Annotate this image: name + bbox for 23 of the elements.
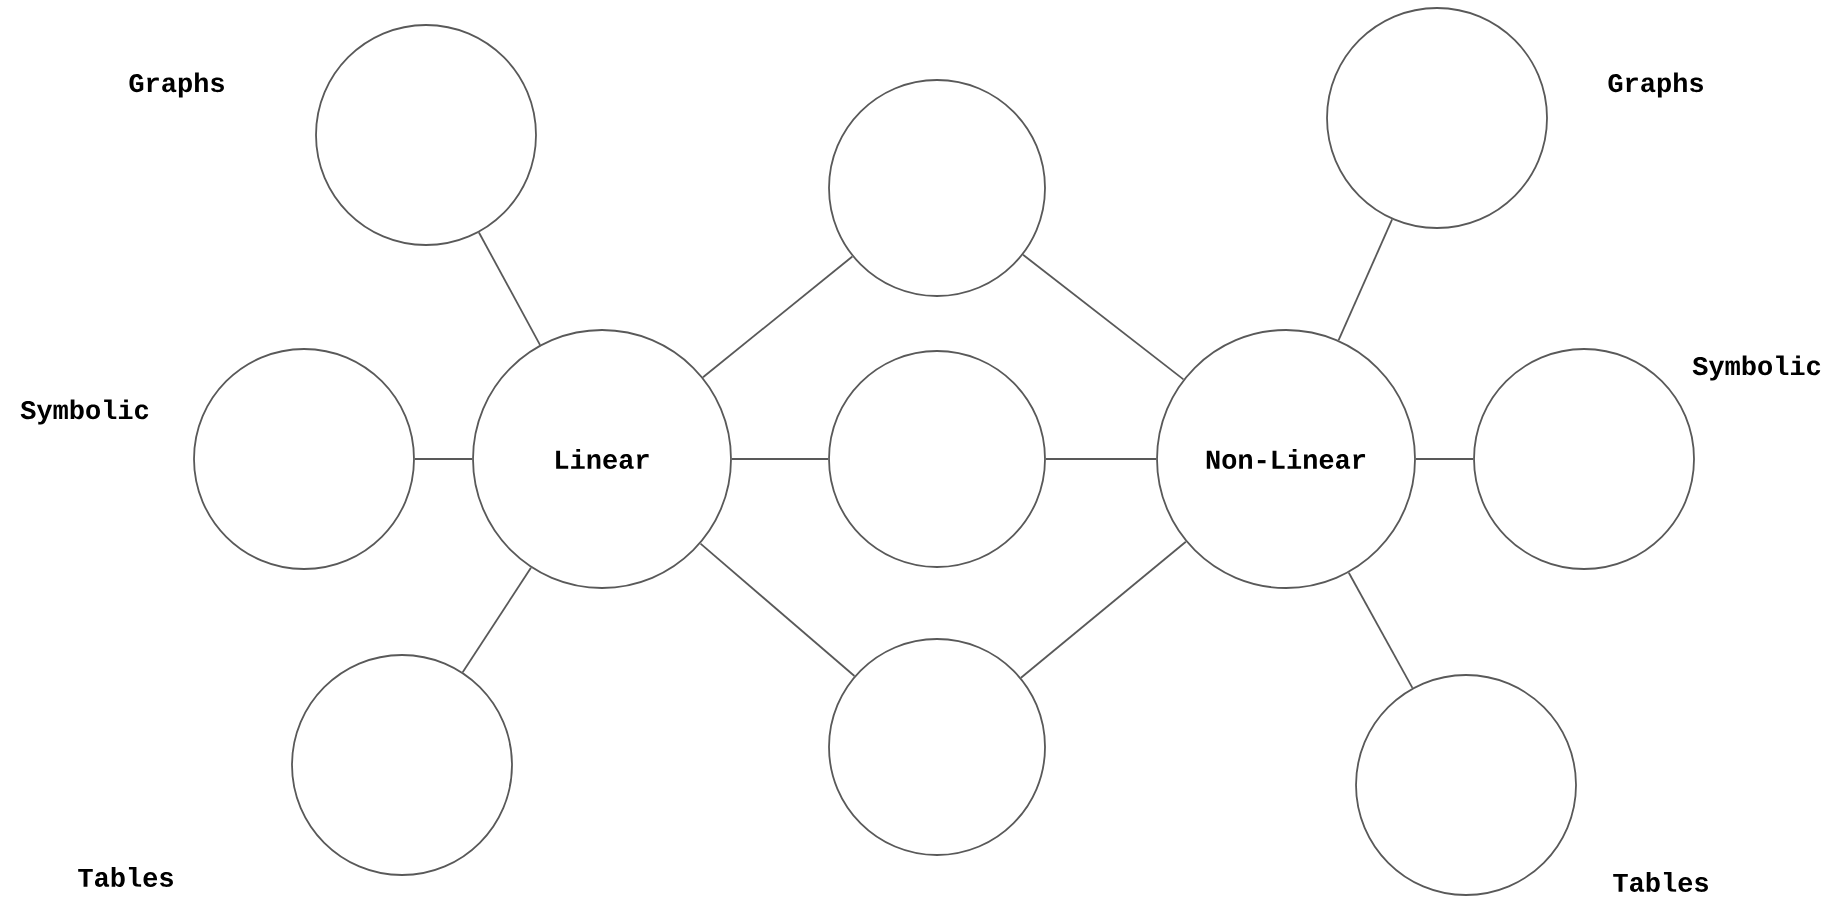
empty-circle <box>1326 7 1548 229</box>
connector-line <box>1020 540 1187 679</box>
empty-circle <box>315 24 537 246</box>
side-label: Tables <box>78 867 173 887</box>
empty-circle <box>828 350 1046 568</box>
empty-circle <box>1473 348 1695 570</box>
empty-circle <box>193 348 415 570</box>
connector-line <box>414 458 473 460</box>
side-label: Symbolic <box>1692 355 1821 381</box>
connector-line <box>478 231 541 346</box>
connector-line <box>1337 218 1393 342</box>
empty-circle <box>828 79 1046 297</box>
connector-line <box>461 566 532 674</box>
connector-line <box>699 542 856 677</box>
connector-line <box>1022 253 1185 381</box>
connector-line <box>731 458 829 460</box>
connector-line <box>1347 571 1414 689</box>
connector-line <box>702 255 854 379</box>
empty-circle <box>291 654 513 876</box>
empty-circle <box>828 638 1046 856</box>
connector-line <box>1415 458 1474 460</box>
connector-line <box>1045 458 1157 460</box>
empty-circle <box>1355 674 1577 896</box>
